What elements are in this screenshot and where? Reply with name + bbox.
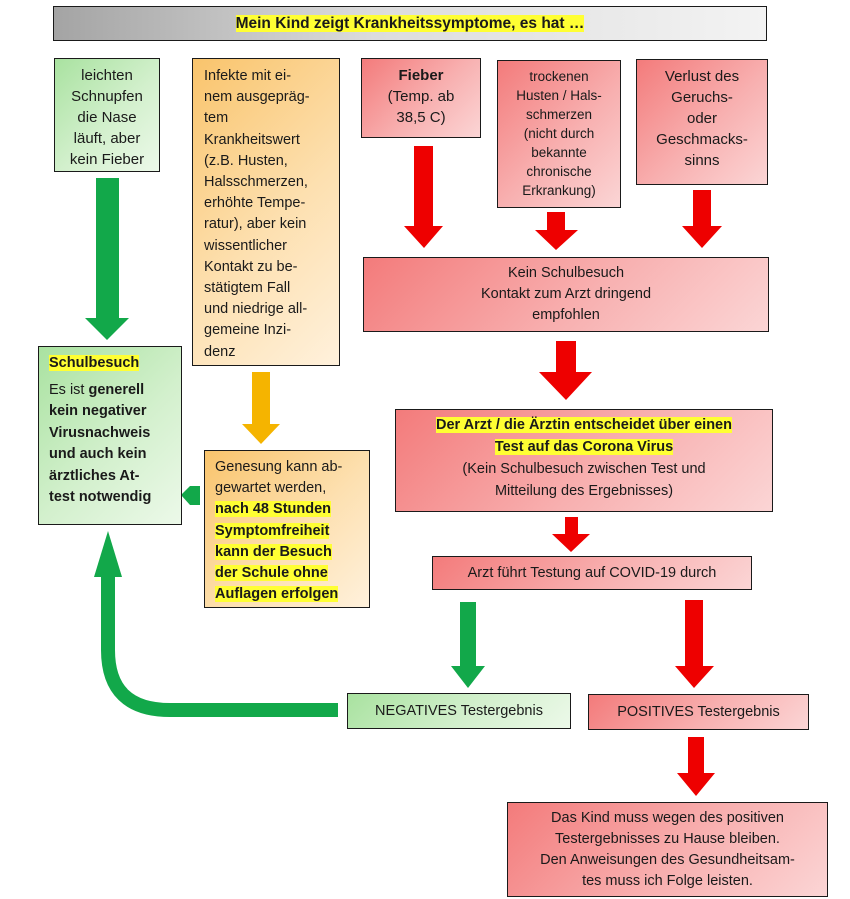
arrow-infection-to-recovery <box>242 372 280 444</box>
positive-result-label: POSITIVES Testergebnis <box>617 704 780 720</box>
mild-cold-line: leichten <box>81 67 133 84</box>
recovery-bold-line: nach 48 Stunden <box>215 501 332 518</box>
infection-line: nem ausgepräg- <box>204 89 310 106</box>
smell-line: Verlust des <box>664 68 740 85</box>
doctor-decides-highlight: Der Arzt / die Ärztin entscheidet über e… <box>436 417 732 433</box>
arrow-test-to-positive <box>675 600 714 688</box>
school-bold-line: generell <box>88 381 145 398</box>
recovery-line: Genesung kann ab- <box>215 459 343 475</box>
cough-line: Erkrankung) <box>522 183 596 198</box>
doctor-decides-box: Der Arzt / die Ärztin entscheidet über e… <box>395 409 773 512</box>
arrow-test-to-negative <box>451 602 485 688</box>
infection-line: tem <box>204 110 229 127</box>
infection-line: erhöhte Tempe- <box>204 195 306 212</box>
header-title: Mein Kind zeigt Krankheitssymptome, es h… <box>235 15 585 32</box>
doctor-tests-box: Arzt führt Testung auf COVID-19 durch <box>432 556 752 590</box>
recovery-bold-line: Symptomfreiheit <box>215 522 330 539</box>
infection-line: und niedrige all- <box>204 301 308 318</box>
infection-line: Kontakt zu be- <box>204 258 298 275</box>
infection-line: Halsschmerzen, <box>204 174 308 191</box>
infection-line: (z.B. Husten, <box>204 152 288 169</box>
negative-result-label: NEGATIVES Testergebnis <box>375 703 543 719</box>
cough-line: trockenen <box>529 69 589 84</box>
stay-home-line: Das Kind muss wegen des positiven <box>551 810 784 826</box>
arrow-negative-to-school <box>101 572 338 717</box>
infection-line: ratur), aber kein <box>204 216 307 233</box>
mild-cold-line: Schnupfen <box>71 88 143 105</box>
arrow-negative-to-school-head <box>94 531 122 577</box>
cough-line: (nicht durch <box>523 126 595 141</box>
arrow-fever-to-noschool <box>404 146 443 248</box>
doctor-tests-label: Arzt führt Testung auf COVID-19 durch <box>467 565 717 581</box>
infection-line: denz <box>204 343 236 360</box>
symptom-fever: Fieber (Temp. ab 38,5 C) <box>361 58 481 138</box>
stay-home-box: Das Kind muss wegen des positiven Tester… <box>507 802 828 897</box>
arrow-positive-to-stayhome <box>677 737 715 796</box>
symptom-infection: Infekte mit ei- nem ausgepräg- tem Krank… <box>192 58 340 366</box>
school-title: Schulbesuch <box>49 355 140 371</box>
cough-line: chronische <box>526 164 592 179</box>
no-school-line: Kontakt zum Arzt dringend <box>480 286 652 302</box>
recovery-line: gewartet werden, <box>215 480 327 497</box>
arrow-cold-to-school <box>85 178 129 340</box>
fever-title: Fieber <box>398 67 444 84</box>
infection-line: wissentlicher <box>204 237 287 254</box>
fever-line: (Temp. ab <box>387 88 455 105</box>
infection-line: Infekte mit ei- <box>204 68 292 84</box>
recovery-bold-line: kann der Besuch <box>215 543 332 560</box>
arrow-noschool-to-doctor <box>539 341 592 400</box>
school-bold-line: Virusnachweis <box>49 424 151 441</box>
recovery-bold-line: der Schule ohne <box>215 565 328 582</box>
doctor-decides-line: Mitteilung des Ergebnisses) <box>494 483 674 499</box>
mild-cold-line: die Nase <box>77 109 137 126</box>
recovery-box: Genesung kann ab- gewartet werden, nach … <box>204 450 370 608</box>
cough-line: bekannte <box>531 145 587 160</box>
stay-home-line: Den Anweisungen des Gesundheitsam- <box>540 852 795 868</box>
no-school-line: empfohlen <box>532 307 600 323</box>
doctor-decides-highlight: Test auf das Corona Virus <box>494 439 674 455</box>
doctor-decides-line: (Kein Schulbesuch zwischen Test und <box>462 461 706 477</box>
recovery-bold-line: Auflagen erfolgen <box>215 586 339 603</box>
school-intro: Es ist <box>49 381 89 398</box>
school-bold-line: kein negativer <box>49 403 147 419</box>
cough-line: schmerzen <box>525 107 593 122</box>
school-box: Schulbesuch Es ist generell kein negativ… <box>38 346 182 525</box>
school-bold-line: und auch kein <box>49 446 147 462</box>
smell-line: sinns <box>684 152 720 169</box>
smell-line: Geschmacks- <box>656 131 748 148</box>
no-school-line: Kein Schulbesuch <box>507 265 625 281</box>
symptom-mild-cold: leichten Schnupfen die Nase läuft, aber … <box>54 58 160 172</box>
stay-home-line: tes muss ich Folge leisten. <box>582 873 753 889</box>
infection-line: stätigtem Fall <box>204 280 291 297</box>
smell-line: oder <box>686 110 718 127</box>
symptom-dry-cough: trockenen Husten / Hals- schmerzen (nich… <box>497 60 621 208</box>
mild-cold-line: kein Fieber <box>69 151 145 168</box>
school-bold-line: test notwendig <box>49 489 152 505</box>
negative-result-box: NEGATIVES Testergebnis <box>347 693 571 729</box>
arrow-recovery-to-school <box>181 486 200 505</box>
infection-line: gemeine Inzi- <box>204 322 292 339</box>
stay-home-line: Testergebnisses zu Hause bleiben. <box>555 831 780 847</box>
cough-line: Husten / Hals- <box>516 88 602 103</box>
no-school-box: Kein Schulbesuch Kontakt zum Arzt dringe… <box>363 257 769 332</box>
school-bold-line: ärztliches At- <box>49 467 140 484</box>
symptom-smell-loss: Verlust des Geruchs- oder Geschmacks- si… <box>636 59 768 185</box>
arrow-smell-to-noschool <box>682 190 722 248</box>
mild-cold-line: läuft, aber <box>73 130 141 147</box>
arrow-cough-to-noschool <box>535 212 578 250</box>
header-box: Mein Kind zeigt Krankheitssymptome, es h… <box>53 6 767 41</box>
fever-line: 38,5 C) <box>396 109 446 126</box>
arrow-doctor-to-test <box>552 517 590 552</box>
smell-line: Geruchs- <box>671 89 733 106</box>
infection-line: Krankheitswert <box>204 131 300 148</box>
positive-result-box: POSITIVES Testergebnis <box>588 694 809 730</box>
